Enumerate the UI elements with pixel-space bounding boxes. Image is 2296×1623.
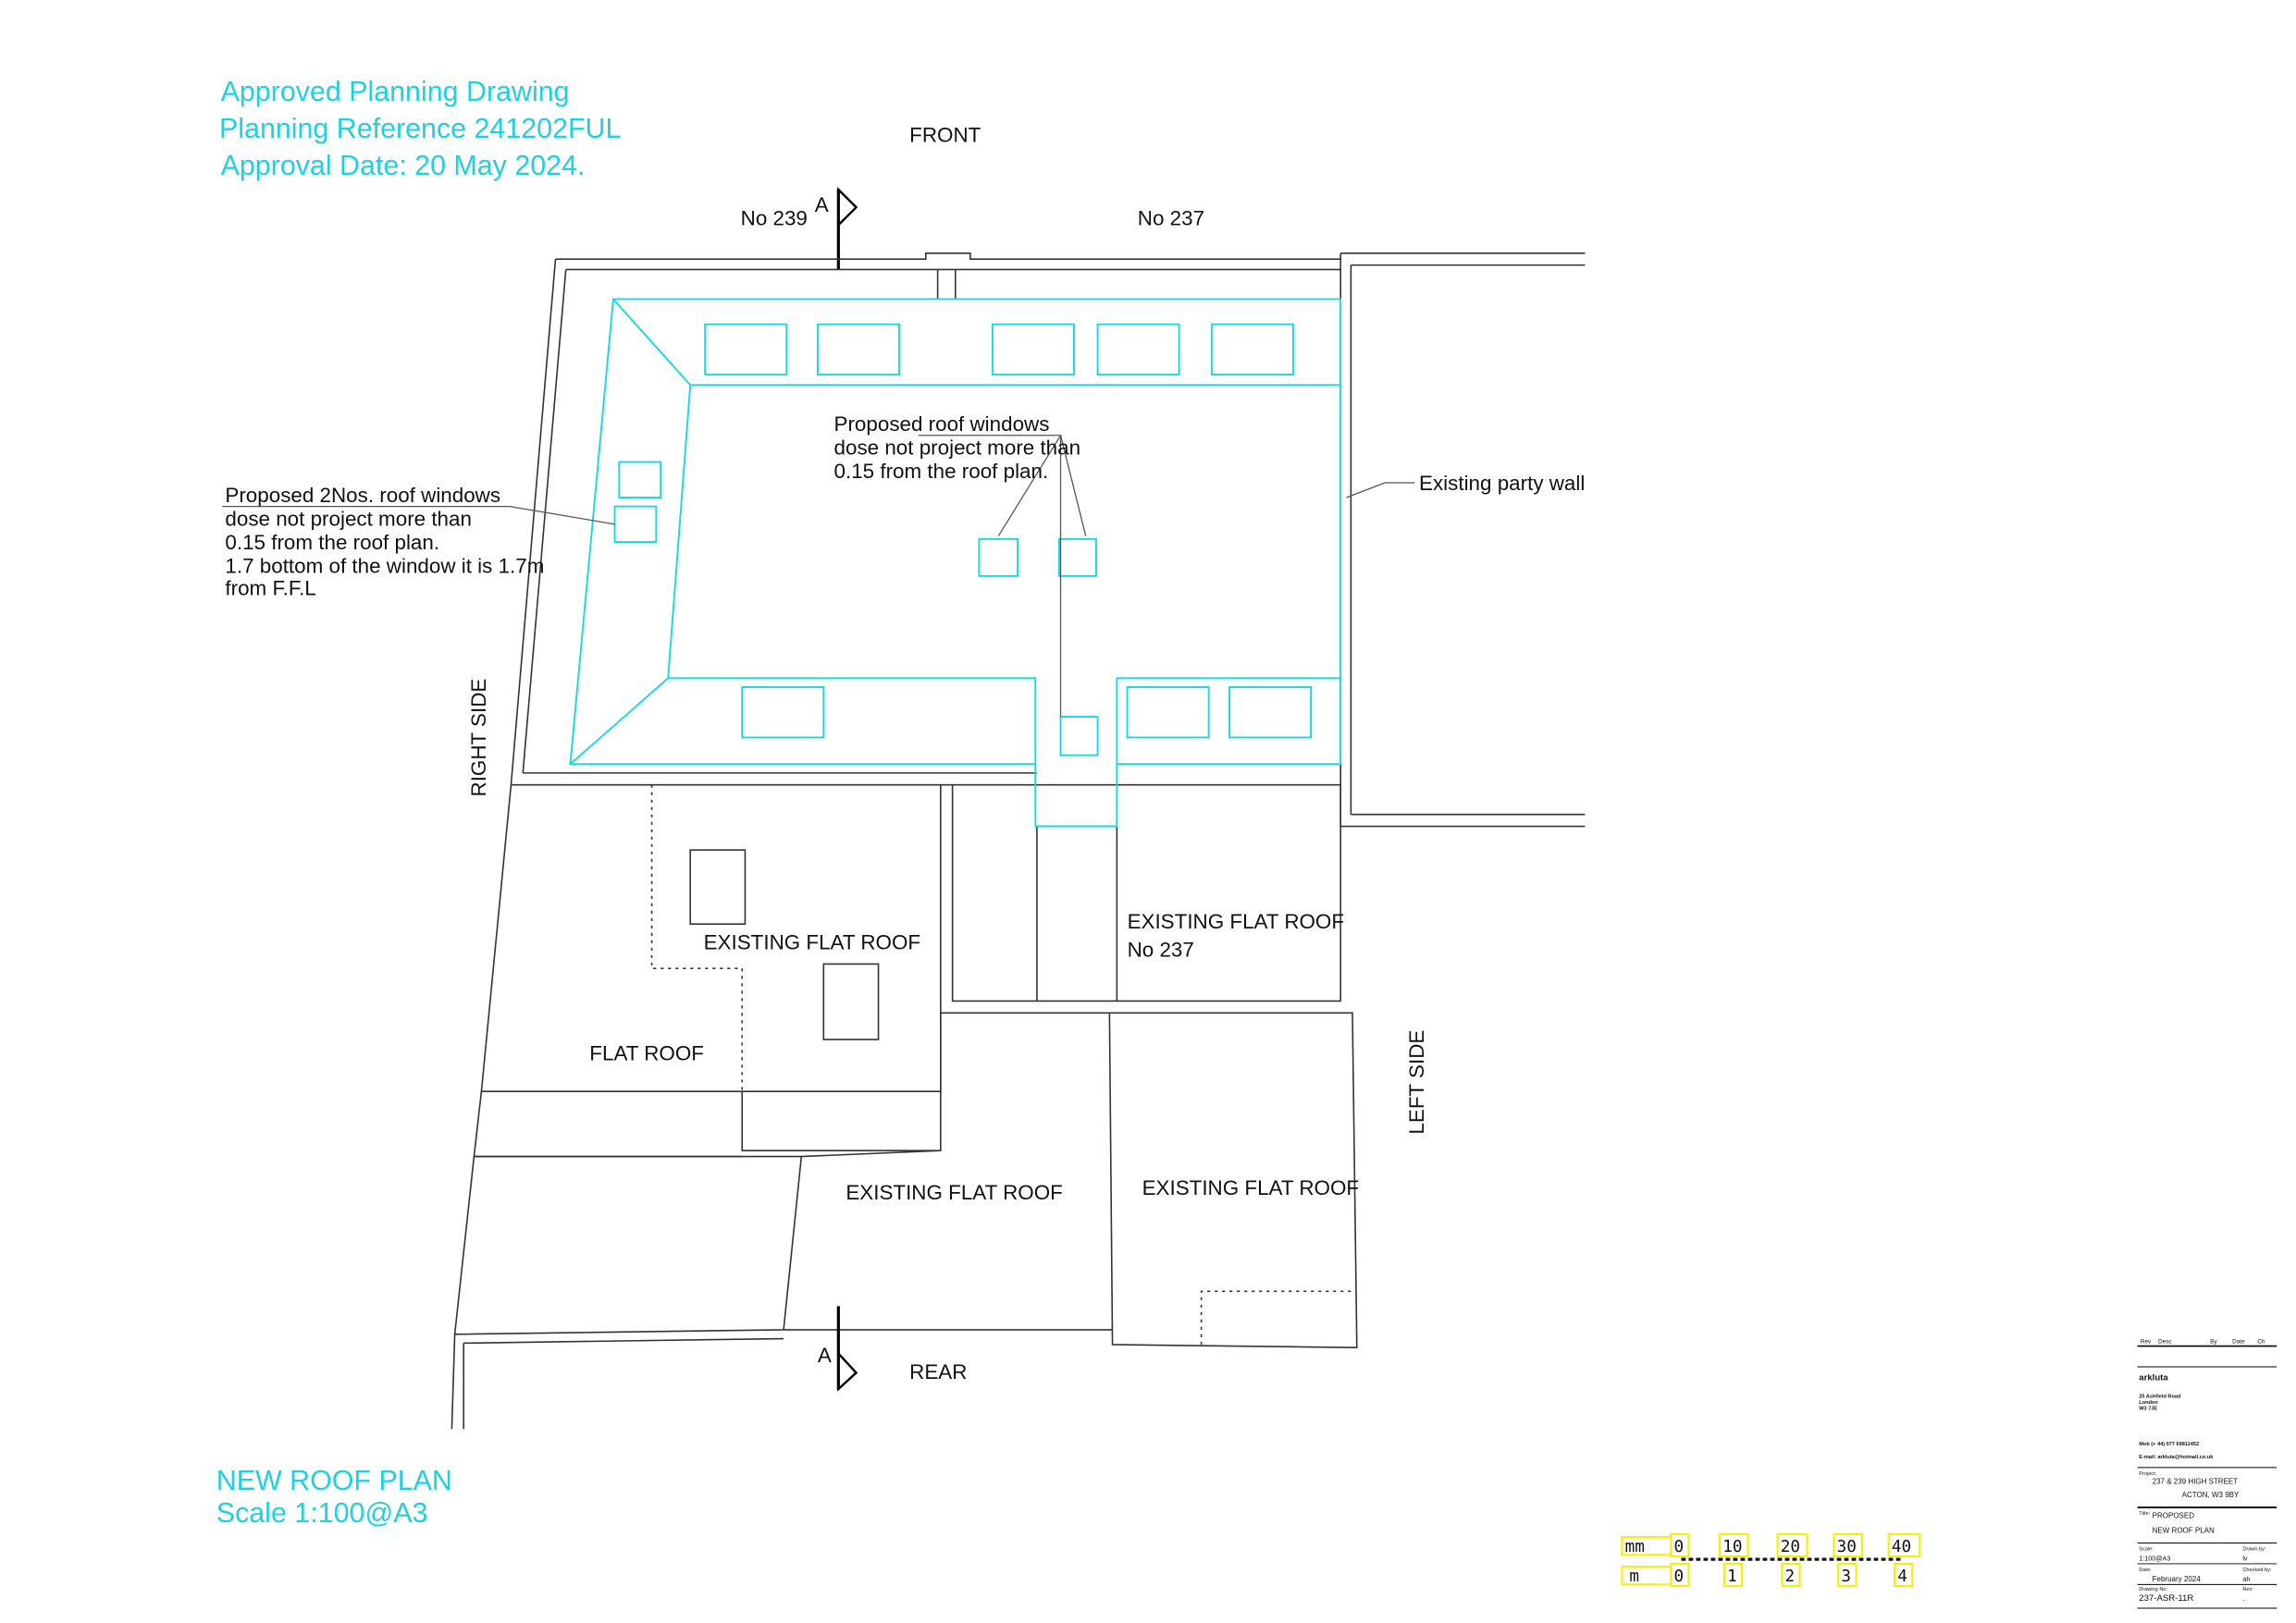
existing-flat-roof-237-sub: No 237 <box>1128 938 1194 961</box>
svg-text:Scale:: Scale: <box>2139 1547 2154 1553</box>
scale-mm-ticks: 0 10 20 30 40 <box>1670 1532 1921 1557</box>
drawing-scale: Scale 1:100@A3 <box>216 1497 428 1529</box>
svg-text:E-mail: arkluta@hotmail.co.uk: E-mail: arkluta@hotmail.co.uk <box>2139 1455 2214 1460</box>
drawing-number: 237-ASR-11R <box>2139 1593 2193 1604</box>
existing-flat-roof-237-label: EXISTING FLAT ROOF <box>1128 910 1344 933</box>
roof-window <box>1096 323 1180 376</box>
scale-m-label: m <box>1629 1568 1639 1586</box>
flat-roof-label: FLAT ROOF <box>589 1042 704 1065</box>
svg-text:Mob (+ 44) 077 69811452: Mob (+ 44) 077 69811452 <box>2139 1442 2199 1447</box>
svg-text:1.7 bottom of the window it is: 1.7 bottom of the window it is 1.7m <box>225 555 544 578</box>
approval-line-2: Planning Reference 241202FUL <box>219 113 621 144</box>
roof-window <box>978 537 1019 577</box>
proposed-roof <box>569 298 1342 828</box>
svg-text:Date: Date <box>2232 1338 2245 1345</box>
svg-text:3: 3 <box>1841 1568 1851 1586</box>
svg-text:30: 30 <box>1837 1538 1857 1556</box>
scale-mm-label: mm <box>1625 1538 1645 1556</box>
svg-text:10: 10 <box>1722 1538 1742 1556</box>
svg-text:0: 0 <box>1673 1568 1684 1586</box>
svg-text:2: 2 <box>1785 1568 1796 1586</box>
svg-text:Checked by:: Checked by: <box>2242 1568 2272 1573</box>
svg-text:Drawing No:: Drawing No: <box>2139 1587 2167 1592</box>
left-side-label: LEFT SIDE <box>1405 1030 1428 1135</box>
roof-window <box>613 505 658 544</box>
roof-window <box>816 323 900 376</box>
existing-flat-roof-label: EXISTING FLAT ROOF <box>846 1181 1062 1204</box>
svg-text:Title:: Title: <box>2139 1511 2150 1517</box>
svg-text:Drawn by:: Drawn by: <box>2242 1547 2266 1553</box>
svg-text:0.15 from the roof plan.: 0.15 from the roof plan. <box>834 460 1049 483</box>
svg-text:.: . <box>2242 1594 2244 1603</box>
svg-text:W3 7JE: W3 7JE <box>2139 1406 2157 1411</box>
svg-text:0.15 from the roof plan.: 0.15 from the roof plan. <box>225 531 439 554</box>
section-a-bottom: A <box>818 1344 832 1367</box>
roof-window <box>1210 323 1294 376</box>
scale-m-ticks: 0 1 2 3 4 <box>1670 1562 1914 1588</box>
front-label: FRONT <box>909 124 981 147</box>
svg-text:Proposed 2Nos. roof windows: Proposed 2Nos. roof windows <box>225 484 500 507</box>
sheet-title: PROPOSED <box>2153 1511 2195 1519</box>
note-left: Proposed 2Nos. roof windows dose not pro… <box>225 484 544 600</box>
svg-text:Desc: Desc <box>2158 1338 2172 1345</box>
approval-line-1: Approved Planning Drawing <box>221 76 570 107</box>
svg-text:February 2024: February 2024 <box>2153 1575 2202 1583</box>
svg-text:1:100@A3: 1:100@A3 <box>2139 1555 2170 1563</box>
svg-text:Ch: Ch <box>2257 1338 2265 1345</box>
svg-text:NEW ROOF PLAN: NEW ROOF PLAN <box>2153 1526 2215 1534</box>
section-marker-bottom: A <box>818 1306 858 1392</box>
svg-text:lv: lv <box>2242 1555 2248 1563</box>
approval-line-3: Approval Date: 20 May 2024. <box>221 150 586 181</box>
svg-text:from F.F.L: from F.F.L <box>225 577 315 600</box>
section-marker-top: A <box>815 187 858 270</box>
roof-window <box>1057 537 1097 577</box>
svg-text:1: 1 <box>1727 1568 1737 1586</box>
scale-bar: mm m 0 10 20 30 40 0 1 2 3 4 <box>1621 1532 1921 1588</box>
building-outline <box>451 252 1586 1430</box>
roof-window <box>1059 716 1099 756</box>
svg-text:ACTON, W3 9BY: ACTON, W3 9BY <box>2182 1491 2240 1499</box>
annotation-leaders <box>222 435 1415 718</box>
svg-text:Date:: Date: <box>2139 1568 2152 1573</box>
svg-text:Rev:: Rev: <box>2242 1587 2253 1592</box>
svg-text:20: 20 <box>1781 1538 1800 1556</box>
no-237-label: No 237 <box>1138 206 1204 229</box>
svg-text:London: London <box>2139 1400 2158 1406</box>
svg-text:4: 4 <box>1897 1568 1907 1586</box>
svg-text:0: 0 <box>1673 1538 1684 1556</box>
svg-text:Rev: Rev <box>2141 1338 2152 1345</box>
roof-window <box>618 461 662 498</box>
roof-windows <box>613 323 1313 756</box>
svg-text:25 Ashfield Road: 25 Ashfield Road <box>2139 1395 2181 1400</box>
svg-text:Project:: Project: <box>2139 1471 2156 1477</box>
existing-flat-roof-label: EXISTING FLAT ROOF <box>1142 1176 1359 1199</box>
svg-text:40: 40 <box>1892 1538 1911 1556</box>
svg-text:dose not project more than: dose not project more than <box>225 507 472 530</box>
existing-flat-roof-label: EXISTING FLAT ROOF <box>704 930 920 953</box>
svg-text:Proposed roof windows: Proposed roof windows <box>834 412 1050 436</box>
project-name: 237 & 239 HIGH STREET <box>2153 1477 2239 1485</box>
no-239-label: No 239 <box>741 206 808 229</box>
roof-window <box>991 323 1075 376</box>
party-wall-label: Existing party wall <box>1419 472 1585 495</box>
roof-window <box>704 323 788 376</box>
approval-stamp: Approved Planning Drawing Planning Refer… <box>219 76 621 181</box>
note-center: Proposed roof windows dose not project m… <box>834 412 1081 483</box>
roof-window <box>741 686 825 739</box>
roof-window <box>1228 686 1313 739</box>
rear-label: REAR <box>909 1360 967 1383</box>
section-a-top: A <box>815 193 829 216</box>
title-block: Rev Desc By Date Ch arkluta 25 Ashfield … <box>2137 1338 2277 1609</box>
roof-window <box>1126 686 1210 739</box>
company-name: arkluta <box>2139 1372 2168 1383</box>
svg-text:By: By <box>2210 1338 2217 1345</box>
svg-text:dose not project more than: dose not project more than <box>834 436 1081 460</box>
svg-text:ah: ah <box>2242 1575 2250 1583</box>
drawing-title: NEW ROOF PLAN <box>216 1465 452 1496</box>
right-side-label: RIGHT SIDE <box>467 679 490 797</box>
